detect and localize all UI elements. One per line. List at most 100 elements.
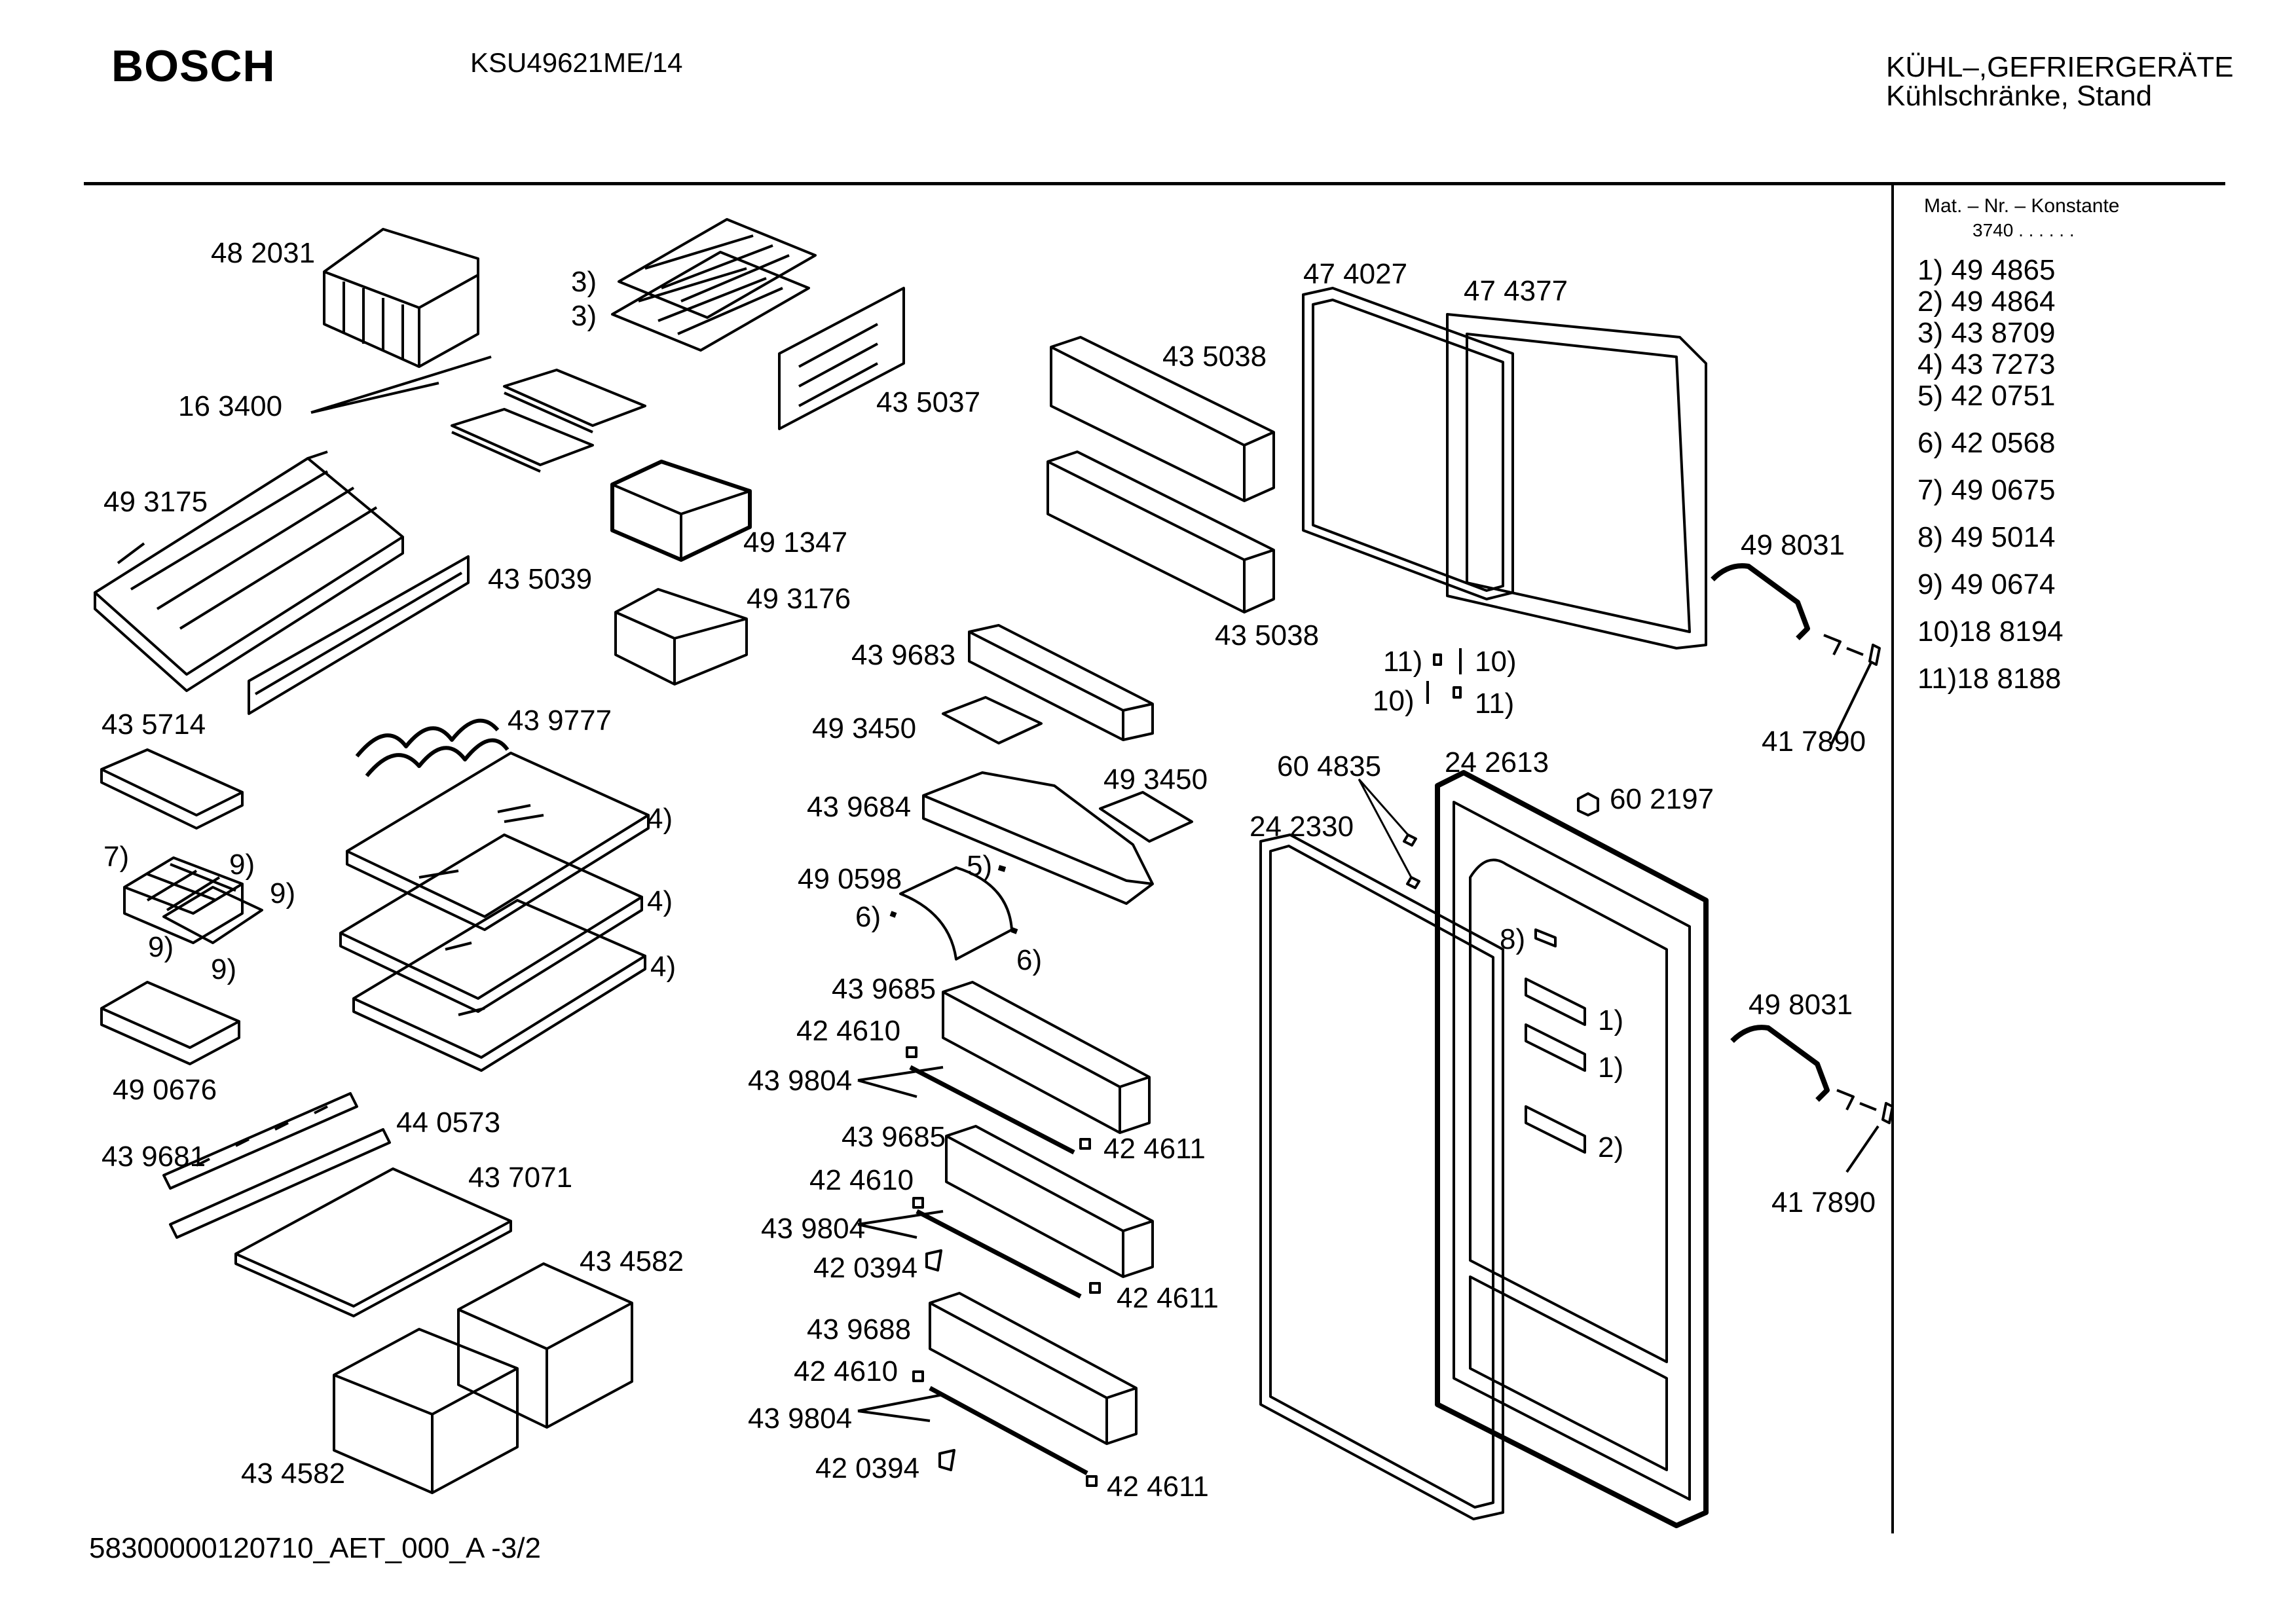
legend-number: 49 5014 <box>1951 521 2056 553</box>
legend-number: 49 0675 <box>1951 474 2056 506</box>
legend-item: 7) 49 0675 <box>1917 474 2055 507</box>
legend-number: 42 0568 <box>1951 427 2056 459</box>
part-label: 49 1347 <box>743 526 848 559</box>
category-subtitle: Kühlschränke, Stand <box>1886 80 2153 112</box>
part-label: 43 5039 <box>488 563 593 595</box>
bottle-rack-part <box>355 718 509 777</box>
part-label: 43 9688 <box>807 1313 912 1346</box>
freezer-panel-part <box>778 287 905 430</box>
legend-item: 5) 42 0751 <box>1917 380 2055 412</box>
legend-constant: 3740 . . . . . . <box>1972 220 2075 240</box>
part-label: 42 0394 <box>813 1252 918 1284</box>
part-label: 9) <box>270 877 296 909</box>
freezer-grid-part <box>611 218 817 352</box>
ice-drawer-part <box>610 460 752 562</box>
shelf-front-bar-part <box>248 555 470 715</box>
legend-item: 2) 49 4864 <box>1917 285 2055 318</box>
part-label: 43 9681 <box>102 1141 206 1173</box>
glass-plate-part <box>234 1167 512 1317</box>
part-label: 60 2197 <box>1610 783 1714 815</box>
glass-shelf-part <box>339 752 650 1072</box>
door-label-part <box>1525 928 1586 1154</box>
part-label: 4) <box>647 803 673 835</box>
legend-item: 4) 43 7273 <box>1917 348 2055 381</box>
egg-divider-part <box>123 856 263 944</box>
part-label: 2) <box>1598 1131 1624 1163</box>
small-box-part <box>614 588 748 686</box>
part-label: 49 3450 <box>812 712 917 744</box>
part-label: 9) <box>229 849 255 881</box>
part-label: 5) <box>967 850 993 882</box>
legend-number: 49 4864 <box>1951 285 2056 318</box>
part-label: 42 0394 <box>815 1452 920 1484</box>
legend-item: 9) 49 0674 <box>1917 568 2055 601</box>
part-label: 4) <box>650 951 676 983</box>
freezer-compartment-part <box>323 228 479 368</box>
part-label: 6) <box>855 901 881 933</box>
bottom-tray-part <box>100 981 240 1065</box>
door-handle-part <box>1711 563 1830 1102</box>
part-label: 41 7890 <box>1771 1186 1876 1218</box>
legend-number: 42 0751 <box>1951 380 2056 412</box>
part-label: 43 5038 <box>1215 619 1320 651</box>
part-label: 49 8031 <box>1741 529 1845 561</box>
legend-ref: 9) <box>1917 568 1944 600</box>
legend-ref: 3) <box>1917 317 1944 349</box>
part-label: 9) <box>211 953 237 985</box>
hinge-screw-part <box>1426 648 1462 704</box>
part-label: 24 2613 <box>1445 746 1549 779</box>
category-title: KÜHL–,GEFRIERGERÄTE <box>1886 51 2234 83</box>
part-label: 42 4611 <box>1117 1282 1219 1314</box>
part-label: 47 4027 <box>1303 258 1408 290</box>
legend-item: 10)18 8194 <box>1917 615 2064 648</box>
part-label: 4) <box>647 885 673 917</box>
part-label: 3) <box>571 300 597 332</box>
legend-heading: Mat. – Nr. – Konstante <box>1924 195 2120 217</box>
legend-item: 3) 43 8709 <box>1917 317 2055 350</box>
part-label: 1) <box>1598 1052 1624 1084</box>
header-divider <box>84 182 2225 185</box>
legend-ref: 8) <box>1917 521 1944 553</box>
part-label: 49 0676 <box>113 1074 217 1106</box>
part-label: 44 0573 <box>396 1107 501 1139</box>
ice-tray-part <box>310 356 646 473</box>
part-label: 49 3176 <box>747 583 851 615</box>
part-label: 43 4582 <box>580 1245 684 1277</box>
part-label: 8) <box>1500 923 1526 955</box>
legend-divider <box>1891 185 1894 1533</box>
part-label: 43 5037 <box>876 386 981 418</box>
air-strip-part <box>162 1092 391 1239</box>
part-label: 43 4582 <box>241 1457 346 1490</box>
part-label: 43 9683 <box>851 639 956 671</box>
part-label: 43 5038 <box>1162 340 1267 373</box>
part-label: 1) <box>1598 1004 1624 1036</box>
door-bin-part <box>1046 336 1275 614</box>
legend-ref: 6) <box>1917 427 1944 459</box>
legend-item: 11)18 8188 <box>1917 663 2061 695</box>
butter-cover-part <box>899 866 1013 961</box>
part-label: 42 4610 <box>796 1015 901 1047</box>
part-label: 43 5714 <box>102 708 206 741</box>
part-label: 43 9685 <box>832 973 936 1005</box>
small-tray-part <box>100 748 244 830</box>
part-label: 47 4377 <box>1464 275 1568 307</box>
egg-tray-part <box>942 696 1193 843</box>
door-bin-part <box>857 981 1154 1476</box>
document-id: 58300000120710_AET_000_A -3/2 <box>89 1532 541 1564</box>
part-label: 43 9804 <box>761 1213 866 1245</box>
legend-ref: 1) <box>1917 254 1944 286</box>
part-label: 43 9804 <box>748 1065 853 1097</box>
fridge-door-part <box>1435 770 1709 1528</box>
part-label: 48 2031 <box>211 237 316 269</box>
legend-number: 18 8188 <box>1957 663 2062 695</box>
part-label: 43 9777 <box>508 705 612 737</box>
part-label: 43 9685 <box>842 1121 946 1153</box>
part-label: 6) <box>1016 944 1043 976</box>
model-number: KSU49621ME/14 <box>470 47 683 78</box>
part-label: 42 4611 <box>1107 1471 1209 1503</box>
part-label: 24 2330 <box>1250 811 1354 843</box>
part-label: 3) <box>571 266 597 298</box>
legend-number: 43 8709 <box>1951 317 2056 349</box>
part-label: 10) <box>1475 646 1517 678</box>
freezer-shelf-part <box>94 450 404 692</box>
